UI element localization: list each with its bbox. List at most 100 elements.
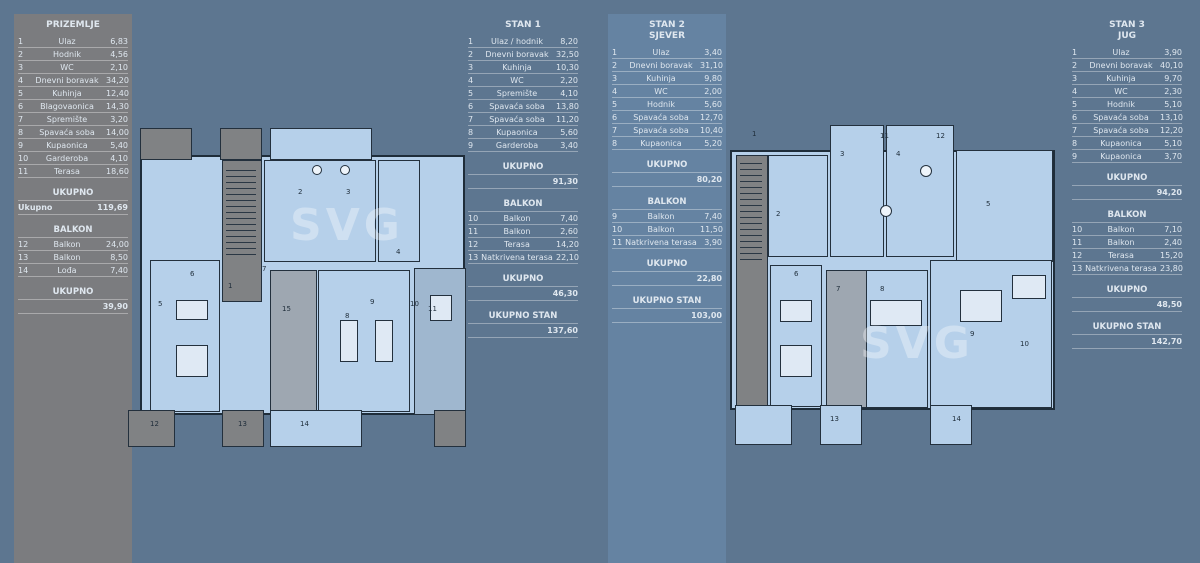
bathtub-icon <box>1012 275 1046 299</box>
total-value: 80,20 <box>696 175 722 184</box>
room-number: 3 <box>1072 73 1078 83</box>
room-name: Balkon <box>503 213 531 223</box>
room-number: 6 <box>612 112 618 122</box>
room-number: 1 <box>1072 47 1078 57</box>
room-area: 22,10 <box>556 252 579 262</box>
room-name: Terasa <box>1108 250 1134 260</box>
room-area: 5,10 <box>1164 138 1182 148</box>
room-block <box>434 410 466 447</box>
room-area: 3,40 <box>560 140 578 150</box>
room-name: Kuhinja <box>1106 73 1136 83</box>
room-name: WC <box>510 75 524 85</box>
room-number: 8 <box>612 138 618 148</box>
room-name: Spavaća soba <box>1093 112 1149 122</box>
room-number: 10 <box>468 213 479 223</box>
room-name: Natkrivena terasa <box>481 252 553 262</box>
room-area: 14,20 <box>556 239 579 249</box>
room-block <box>414 268 466 415</box>
section-heading: UKUPNO <box>18 287 128 300</box>
room-name: Natkrivena terasa <box>1085 263 1157 273</box>
section-heading: UKUPNO <box>612 259 722 272</box>
stairs-icon <box>226 165 256 255</box>
room-name: Dnevni boravak <box>1089 60 1153 70</box>
room-area: 24,00 <box>106 239 129 249</box>
room-number: 2 <box>1072 60 1078 70</box>
room-number: 7 <box>836 285 841 293</box>
room-block <box>886 125 954 257</box>
room-number: 1 <box>18 36 24 46</box>
room-name: Hodnik <box>1107 99 1135 109</box>
room-number: 6 <box>468 101 474 111</box>
room-name: Hodnik <box>647 99 675 109</box>
room-area: 2,40 <box>1164 237 1182 247</box>
room-name: Kupaonica <box>46 140 88 150</box>
total-label: Ukupno <box>18 203 53 212</box>
sink-icon <box>312 165 322 175</box>
room-number: 11 <box>1072 237 1083 247</box>
room-number: 10 <box>1020 340 1029 348</box>
room-block <box>866 270 928 408</box>
room-number: 6 <box>18 101 24 111</box>
room-number: 5 <box>468 88 474 98</box>
room-area: 13,80 <box>556 101 579 111</box>
room-area: 5,40 <box>110 140 128 150</box>
room-number: 1 <box>468 36 474 46</box>
room-number: 11 <box>612 237 623 247</box>
room-area: 7,40 <box>110 265 128 275</box>
section-heading: UKUPNO <box>1072 173 1182 186</box>
room-number: 7 <box>1072 125 1078 135</box>
room-number: 5 <box>158 300 163 308</box>
total-row: 48,50 <box>1072 298 1182 312</box>
total-value: 46,30 <box>552 289 578 298</box>
section-heading: UKUPNO STAN <box>1072 322 1182 335</box>
room-number: 7 <box>18 114 24 124</box>
room-number: 7 <box>612 125 618 135</box>
room-number: 12 <box>150 420 159 428</box>
room-area: 32,50 <box>556 49 579 59</box>
room-block <box>318 270 410 412</box>
room-name: Spavaća soba <box>1093 125 1149 135</box>
room-number: 4 <box>1072 86 1078 96</box>
room-number: 12 <box>936 132 945 140</box>
room-number: 1 <box>228 282 233 290</box>
total-row: 94,20 <box>1072 186 1182 200</box>
section-heading: BALKON <box>18 225 128 238</box>
room-number: 8 <box>1072 138 1078 148</box>
room-block <box>140 128 192 160</box>
room-name: Balkon <box>53 252 81 262</box>
section-heading: BALKON <box>468 199 578 212</box>
section-heading: BALKON <box>1072 210 1182 223</box>
total-row: 22,80 <box>612 272 722 286</box>
room-number: 14 <box>300 420 309 428</box>
room-area: 18,60 <box>106 166 129 176</box>
room-area: 2,10 <box>110 62 128 72</box>
total-value: 119,69 <box>97 203 128 212</box>
total-row: 91,30 <box>468 175 578 189</box>
section-heading: UKUPNO STAN <box>468 311 578 324</box>
